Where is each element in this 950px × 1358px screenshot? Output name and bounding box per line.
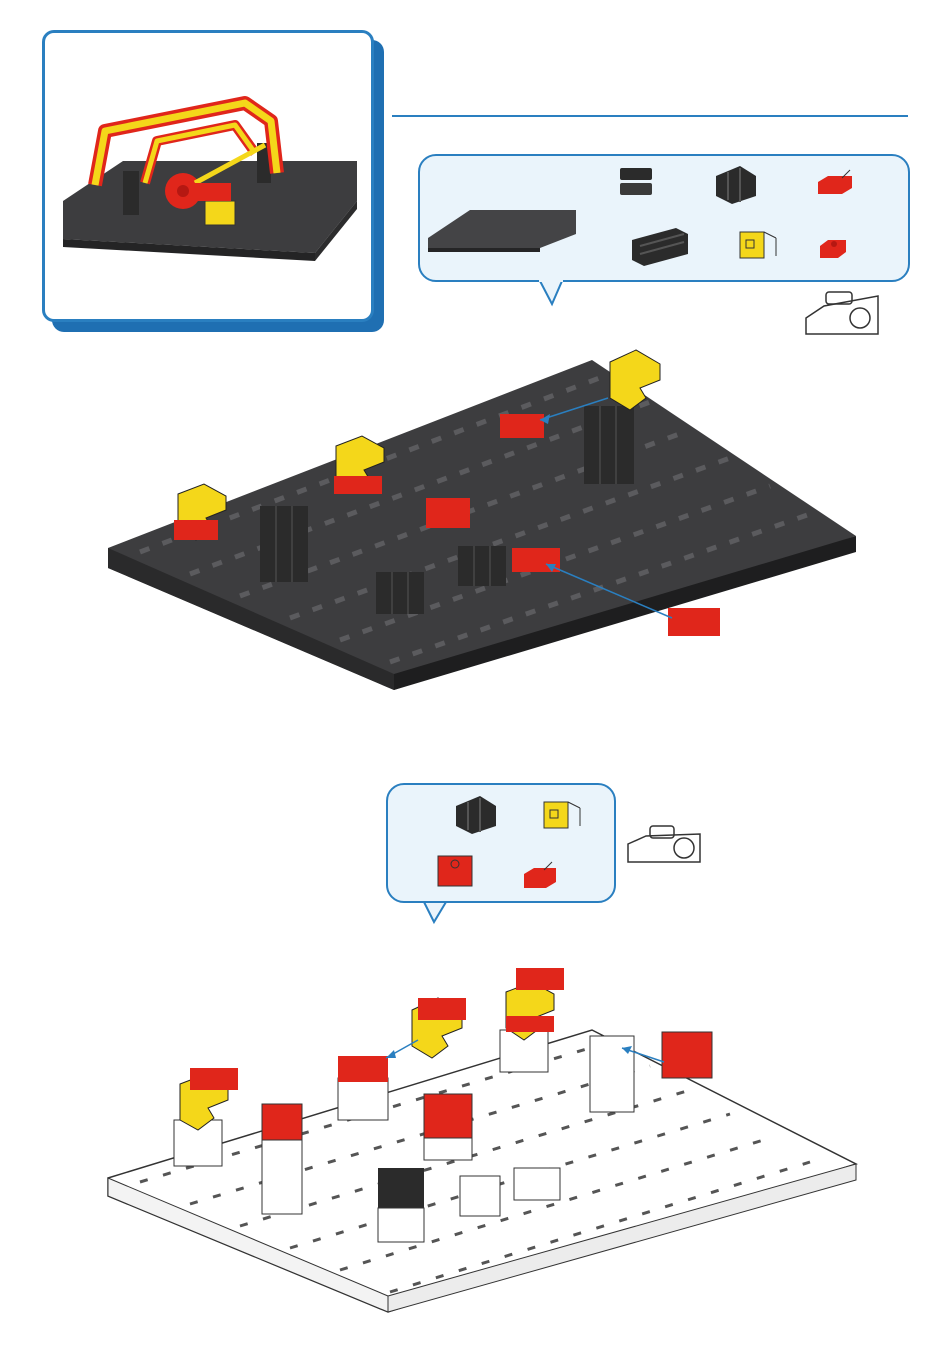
angle-stack-2: [338, 1056, 388, 1120]
yellow-angle-part-2: [544, 802, 580, 828]
black-post-5: [378, 1168, 424, 1242]
angle-stack-3: [412, 998, 466, 1058]
assembly-step-2: [108, 968, 856, 1312]
part-count-icon-2: [628, 826, 700, 862]
red-square-block-2: [662, 1032, 712, 1078]
white-block-1: [460, 1176, 500, 1216]
white-post-1: [262, 1104, 302, 1214]
red-square-block-1: [424, 1094, 472, 1160]
white-block-2: [514, 1168, 560, 1200]
black-block-part-d: [456, 796, 496, 834]
red-block-part-d: [524, 862, 556, 888]
red-block-part-c: [438, 856, 472, 886]
